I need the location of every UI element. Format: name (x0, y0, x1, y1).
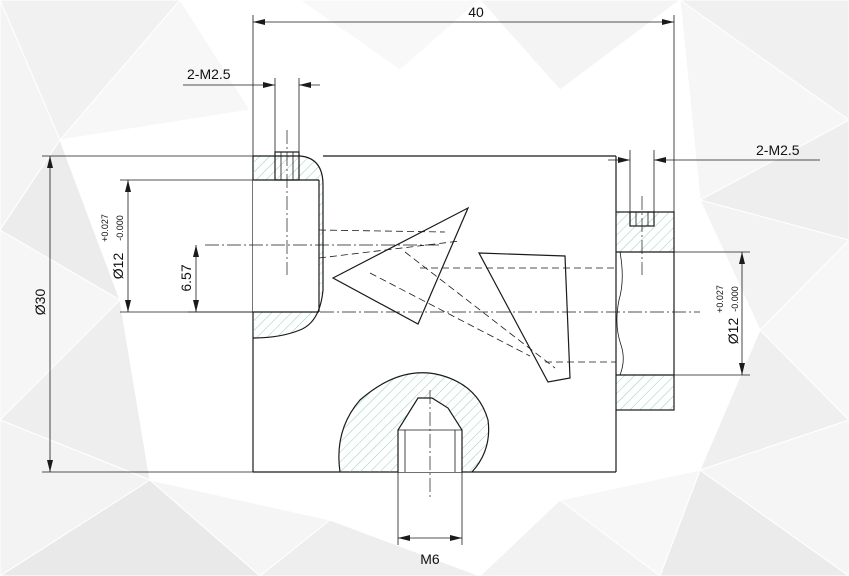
right-bore-lower-tol: -0.000 (730, 286, 740, 312)
overall-height-label: Ø30 (32, 289, 48, 316)
dim-40-label: 40 (468, 4, 484, 20)
dimension-left-thread: 2-M2.5 (183, 66, 320, 152)
bottom-thread-section (338, 372, 490, 500)
dimension-offset: 6.57 (178, 245, 253, 313)
prism-left (331, 206, 470, 325)
dimension-left-bore: Ø12 +0.027 -0.000 (100, 179, 253, 313)
dimension-right-thread: 2-M2.5 (608, 142, 820, 212)
dimension-top-width: 40 (252, 4, 675, 212)
optical-paths (205, 229, 700, 369)
bottom-thread-label: M6 (420, 551, 440, 567)
dimension-overall-height: Ø30 (32, 155, 253, 473)
left-bore-lower-tol: -0.000 (115, 215, 125, 241)
left-bore-upper-tol: +0.027 (100, 214, 110, 242)
dimension-bottom-thread: M6 (397, 472, 463, 567)
dimension-right-bore: Ø12 +0.027 -0.000 (674, 251, 750, 376)
right-thread-label: 2-M2.5 (756, 142, 800, 158)
right-port-section (615, 196, 675, 411)
left-bore-section (252, 130, 324, 339)
prism-right (477, 252, 571, 383)
right-bore-label: Ø12 (725, 318, 741, 345)
left-bore-label: Ø12 (110, 253, 126, 280)
right-bore-upper-tol: +0.027 (715, 285, 725, 313)
left-thread-label: 2-M2.5 (187, 66, 231, 82)
offset-label: 6.57 (178, 264, 194, 291)
